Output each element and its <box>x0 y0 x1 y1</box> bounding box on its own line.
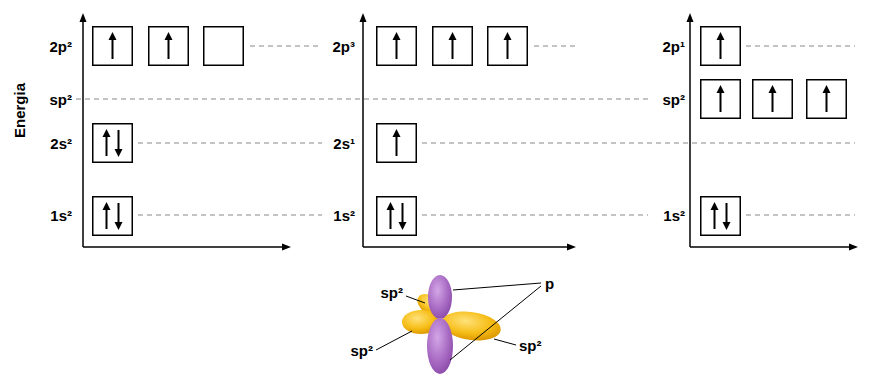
orbital-box <box>701 197 741 236</box>
axis-heads <box>80 13 859 251</box>
orbital-label: 2p¹ <box>663 39 686 54</box>
orbital-box <box>204 27 244 66</box>
orbital-box <box>701 27 741 66</box>
orbital-box <box>807 80 847 119</box>
orbital-label: 1s² <box>50 208 72 223</box>
orbital-label: p <box>545 276 554 291</box>
orbital-label: sp² <box>50 92 73 107</box>
orbital-boxes <box>93 27 847 236</box>
orbital-box <box>701 80 741 119</box>
orbital-label: 2p² <box>50 39 73 54</box>
orbital-label: 2s² <box>50 136 72 151</box>
axes <box>83 20 852 247</box>
orbital-label: 1s² <box>663 208 685 223</box>
orbital-box <box>149 27 189 66</box>
orbital-box <box>93 124 133 163</box>
orbital-box <box>93 197 133 236</box>
orbital-label: 2s¹ <box>333 136 355 151</box>
orbital-label: 2p³ <box>333 39 356 54</box>
orbital-box <box>377 124 417 163</box>
sp2-orbital <box>402 275 503 374</box>
orbital-label: sp² <box>351 343 374 358</box>
orbital-box <box>433 27 473 66</box>
orbital-label: sp² <box>381 285 404 300</box>
orbital-box <box>377 197 417 236</box>
axis-title: Energia <box>13 82 28 137</box>
orbital-label: 1s² <box>333 208 355 223</box>
leader-lines <box>376 283 541 360</box>
orbital-box <box>377 27 417 66</box>
energy-levels <box>76 46 855 215</box>
orbital-label: sp² <box>663 92 686 107</box>
orbital-box <box>753 80 793 119</box>
orbital-label: sp² <box>519 338 542 353</box>
orbital-box <box>488 27 528 66</box>
orbital-box <box>93 27 133 66</box>
